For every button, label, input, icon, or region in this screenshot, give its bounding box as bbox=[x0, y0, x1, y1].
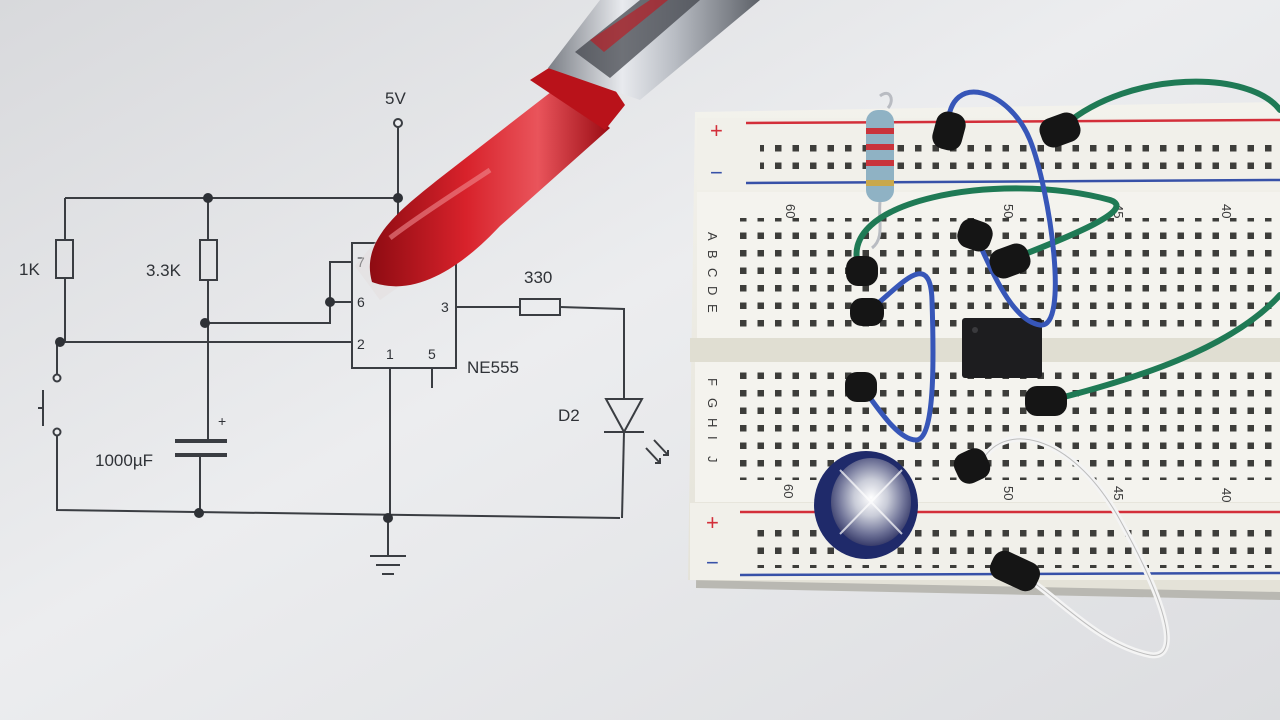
board-resistor bbox=[866, 91, 894, 250]
column-numbers-bottom: 60 50 45 40 bbox=[781, 484, 1234, 502]
row-letter: A bbox=[705, 232, 720, 241]
blue-wire bbox=[857, 271, 936, 443]
column-number: 40 bbox=[1219, 204, 1234, 218]
column-number: 60 bbox=[781, 484, 796, 498]
green-wire bbox=[853, 185, 1120, 273]
label-1k: 1K bbox=[19, 260, 40, 279]
label-ne555: NE555 bbox=[467, 358, 519, 377]
row-letter: F bbox=[705, 378, 720, 386]
row-letters-bottom: F G H I J bbox=[705, 378, 720, 463]
row-letter: E bbox=[705, 304, 720, 313]
column-numbers-top: 60 50 45 40 bbox=[783, 204, 1234, 218]
red-pen bbox=[355, 0, 760, 300]
row-letter: C bbox=[705, 268, 720, 277]
column-number: 45 bbox=[1111, 486, 1126, 500]
electrolytic-capacitor bbox=[814, 451, 918, 559]
pin-6: 6 bbox=[357, 294, 365, 310]
rail-plus-bottom: + bbox=[706, 510, 719, 535]
label-1000uf: 1000µF bbox=[95, 451, 153, 470]
column-number: 60 bbox=[783, 204, 798, 218]
row-letter: B bbox=[705, 250, 720, 259]
pin-3: 3 bbox=[441, 299, 449, 315]
green-wire bbox=[1062, 78, 1280, 128]
row-letter: H bbox=[705, 418, 720, 427]
row-letter: J bbox=[705, 456, 720, 463]
pin-2: 2 bbox=[357, 336, 365, 352]
rail-minus-top: − bbox=[710, 160, 723, 185]
rail-blue-top bbox=[745, 178, 1280, 185]
ne555-chip bbox=[962, 318, 1042, 378]
column-number: 50 bbox=[1001, 486, 1016, 500]
rail-red-top bbox=[745, 118, 1280, 125]
label-3k3: 3.3K bbox=[146, 261, 182, 280]
row-letter: I bbox=[705, 436, 720, 440]
label-d2: D2 bbox=[558, 406, 580, 425]
led-symbol bbox=[604, 398, 644, 435]
jumper-wires bbox=[853, 78, 1280, 659]
rail-plus-top: + bbox=[710, 118, 723, 143]
green-wire bbox=[1057, 292, 1280, 401]
row-letters-top: A B C D E bbox=[705, 232, 720, 313]
column-number: 50 bbox=[1001, 204, 1016, 218]
label-cap-plus: + bbox=[218, 413, 226, 429]
blue-wire bbox=[945, 89, 1058, 328]
wire-plugs bbox=[845, 111, 1081, 592]
column-number: 40 bbox=[1219, 488, 1234, 502]
row-letter: D bbox=[705, 286, 720, 295]
junction-dots bbox=[55, 193, 403, 523]
label-5v: 5V bbox=[385, 89, 406, 108]
row-letter: G bbox=[705, 398, 720, 408]
pin-5: 5 bbox=[428, 346, 436, 362]
schematic-diagram bbox=[38, 118, 669, 575]
label-330: 330 bbox=[524, 268, 552, 287]
pin-1: 1 bbox=[386, 346, 394, 362]
rail-minus-bottom: − bbox=[706, 550, 719, 575]
